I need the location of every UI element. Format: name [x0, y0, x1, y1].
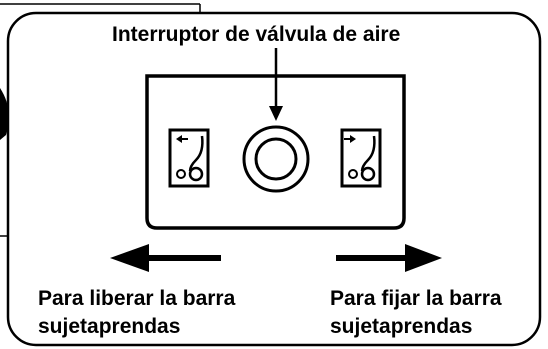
pointer-arrow	[269, 48, 283, 121]
left-arrow-icon	[110, 244, 221, 272]
release-direction-icon	[168, 128, 210, 188]
lock-label-line2: sujetaprendas	[330, 315, 473, 338]
diagram-title: Interruptor de válvula de aire	[112, 23, 401, 46]
right-arrow-icon	[336, 244, 442, 272]
lock-label-line1: Para fijar la barra	[330, 287, 502, 310]
release-label-line1: Para liberar la barra	[38, 287, 236, 310]
lock-direction-icon	[340, 128, 382, 188]
left-edge-mark	[0, 88, 9, 140]
release-label-line2: sujetaprendas	[38, 315, 181, 338]
air-valve-switch-icon[interactable]	[242, 125, 310, 193]
